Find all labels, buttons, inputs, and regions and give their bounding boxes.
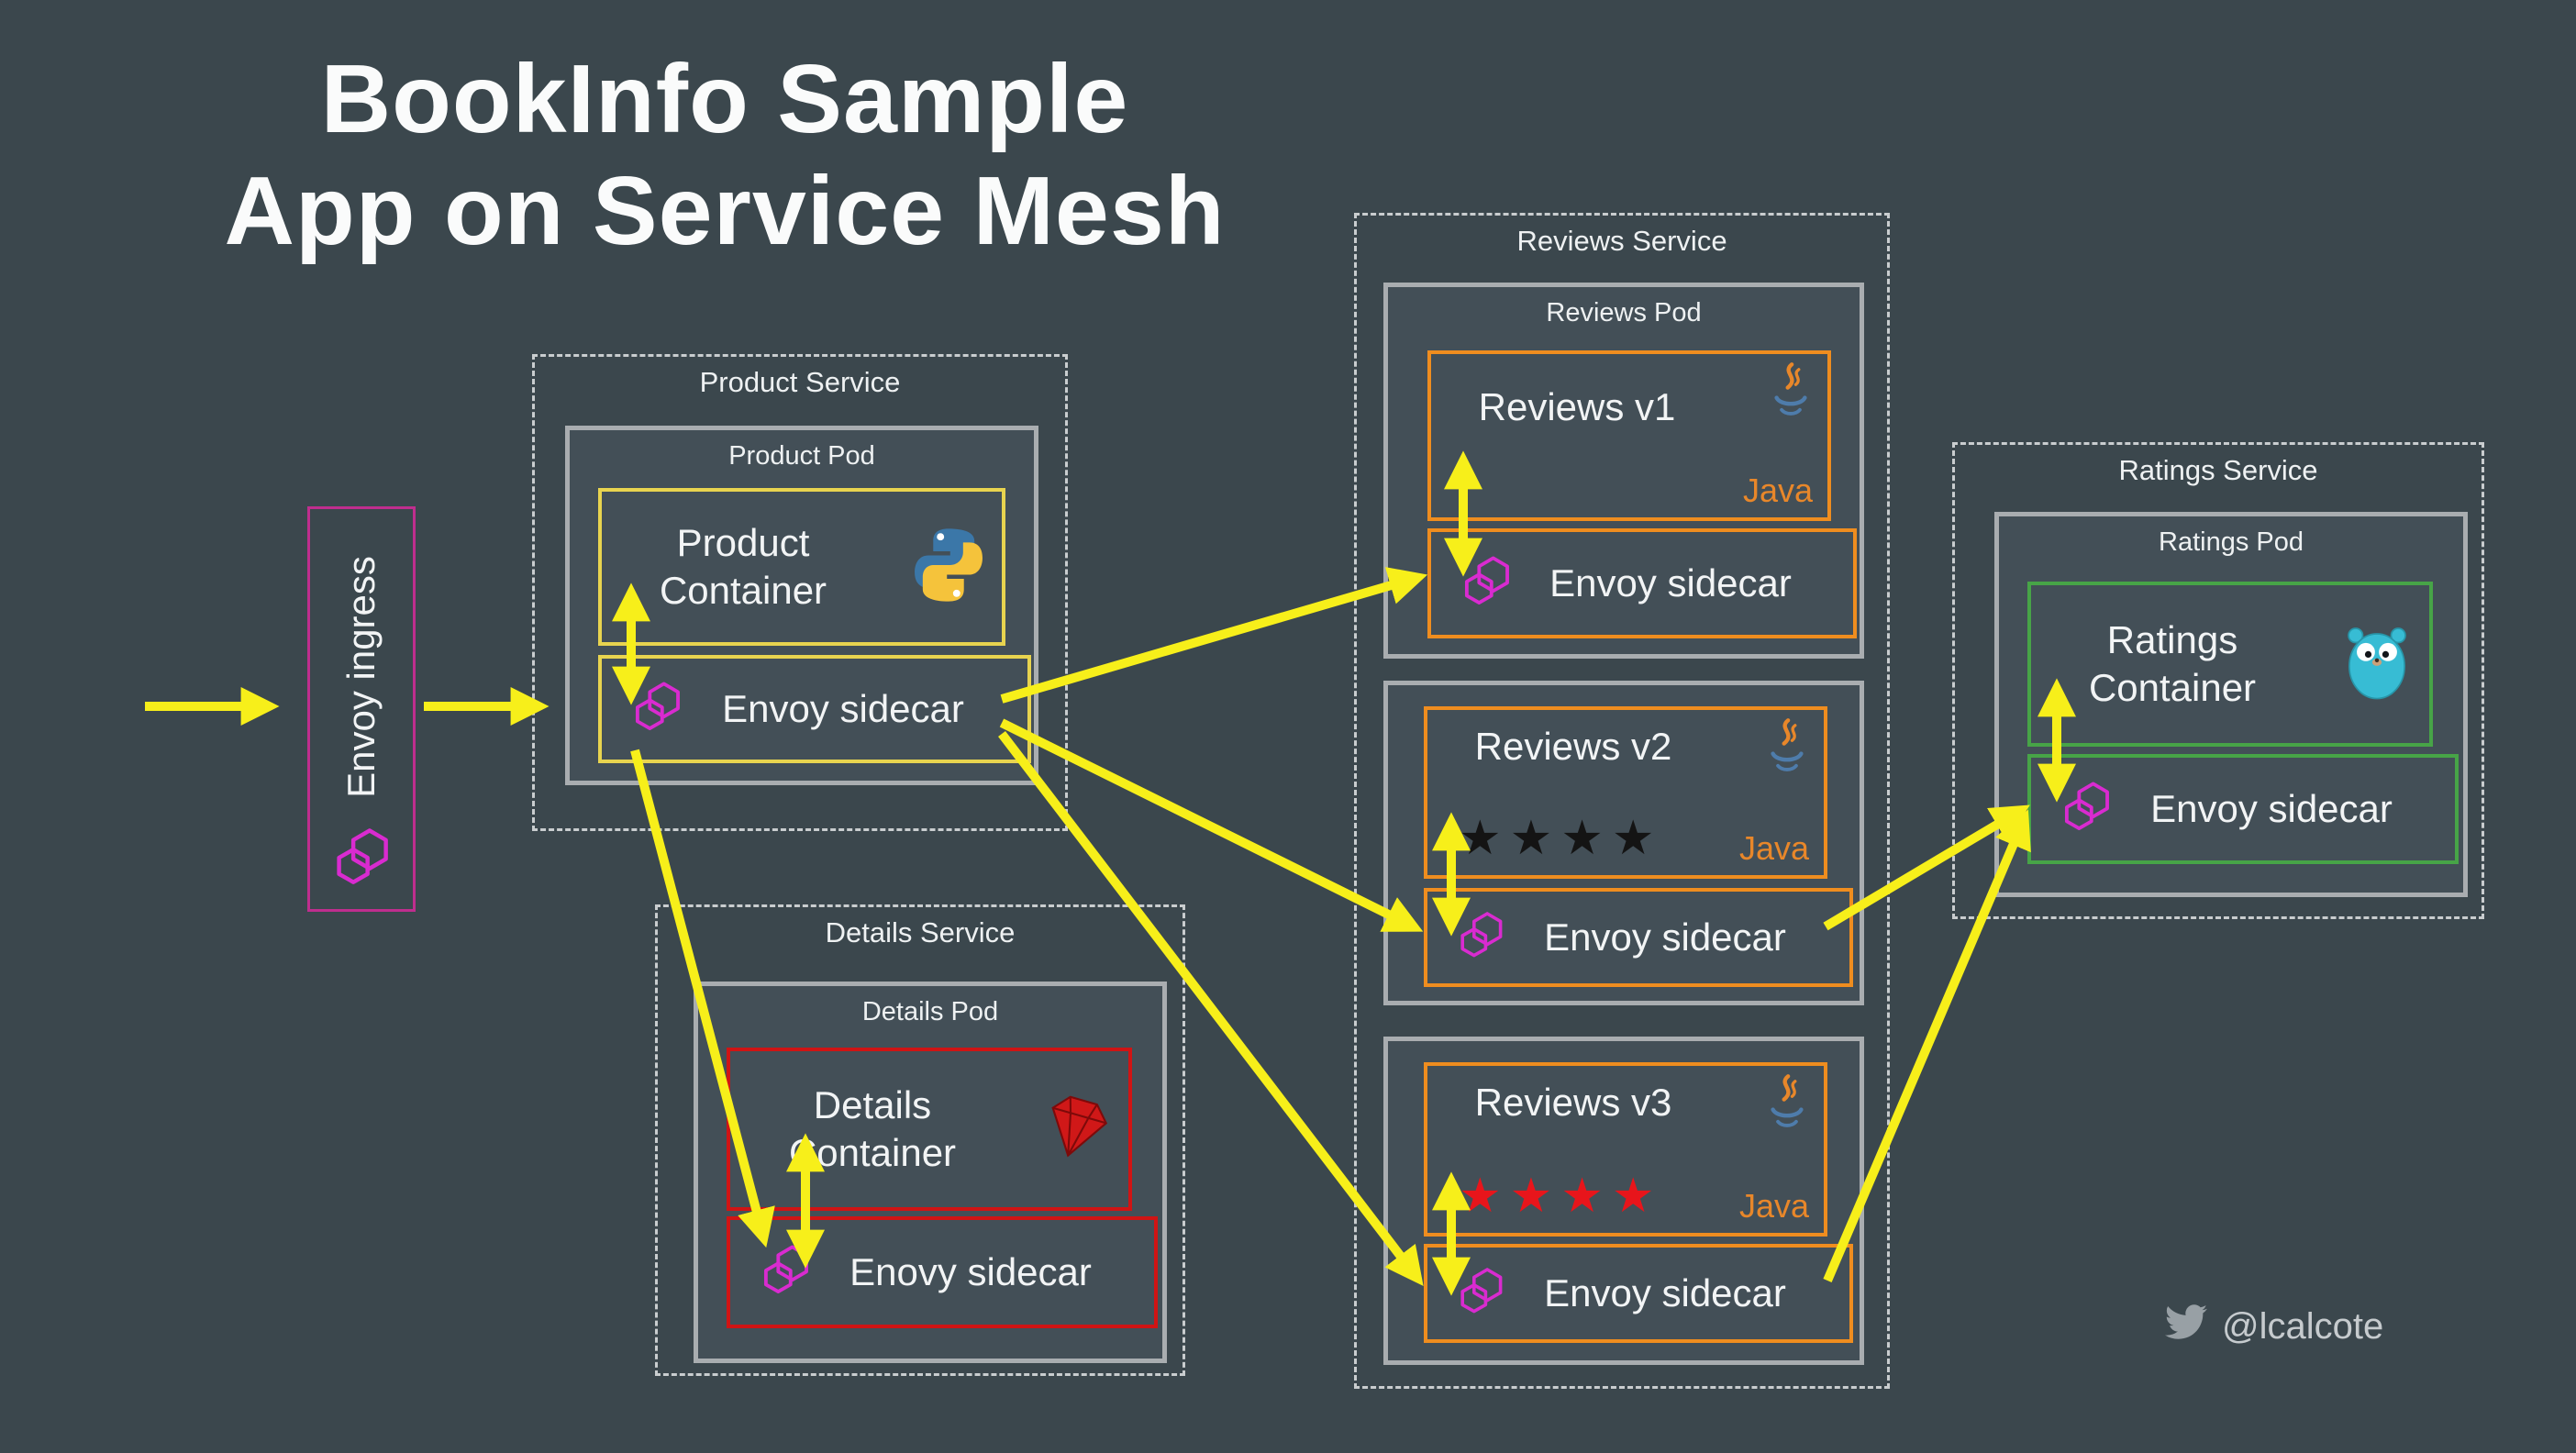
twitter-handle: @lcalcote — [2222, 1305, 2384, 1347]
page-title-line2: App on Service Mesh — [224, 156, 1226, 265]
product-sidecar-box: Envoy sidecar — [598, 655, 1031, 763]
reviews-v3-stars: ★★★★ — [1459, 1169, 1663, 1224]
reviews-v2-stars: ★★★★ — [1459, 811, 1663, 866]
reviews-v3-sidecar-label: Envoy sidecar — [1544, 1271, 1786, 1314]
ratings-container-label: Ratings Container — [2088, 617, 2257, 710]
java-icon — [1763, 717, 1811, 782]
ruby-icon — [1038, 1089, 1115, 1170]
product-pod-label: Product Pod — [728, 441, 875, 471]
product-container-label: Product Container — [659, 520, 827, 613]
envoy-logo-icon — [627, 678, 686, 741]
footer-attribution: @lcalcote — [2165, 1301, 2383, 1352]
reviews-v1-container-box: Reviews v1 Java — [1427, 350, 1831, 521]
envoy-ingress-label: Envoy ingress — [339, 556, 383, 799]
product-service-label: Product Service — [699, 366, 901, 398]
twitter-icon — [2165, 1301, 2207, 1352]
reviews-service-label: Reviews Service — [1516, 225, 1727, 257]
envoy-logo-icon — [1453, 1264, 1508, 1324]
ratings-sidecar-box: Envoy sidecar — [2027, 754, 2459, 864]
java-icon — [1763, 1073, 1811, 1138]
reviews-v2-sidecar-label: Envoy sidecar — [1544, 915, 1786, 959]
reviews-v1-sidecar-label: Envoy sidecar — [1549, 561, 1792, 604]
ratings-service-box: Ratings Service — [1952, 442, 2484, 919]
reviews-v3-container-box: Reviews v3 ★★★★ Java — [1424, 1062, 1827, 1237]
reviews-v3-sidecar-box: Envoy sidecar — [1424, 1244, 1853, 1343]
details-sidecar-label: Enovy sidecar — [849, 1250, 1092, 1293]
product-sidecar-label: Envoy sidecar — [722, 687, 964, 730]
reviews-v2-label: Reviews v2 — [1474, 725, 1672, 768]
envoy-logo-icon — [756, 1241, 815, 1304]
page-title-line1: BookInfo Sample — [320, 45, 1129, 153]
page-title: BookInfo Sample App on Service Mesh — [83, 44, 1367, 268]
envoy-logo-icon — [328, 824, 395, 896]
ratings-service-label: Ratings Service — [2118, 454, 2318, 486]
details-container-label: Details Container — [788, 1082, 957, 1175]
reviews-v2-sidecar-box: Envoy sidecar — [1424, 888, 1853, 987]
java-label: Java — [1742, 471, 1813, 509]
details-pod-label: Details Pod — [861, 997, 999, 1026]
reviews-v3-label: Reviews v3 — [1474, 1081, 1672, 1124]
java-label: Java — [1738, 829, 1809, 867]
details-container-box: Details Container — [727, 1048, 1132, 1211]
details-service-label: Details Service — [825, 916, 1016, 948]
product-container-box: Product Container — [598, 488, 1005, 646]
ratings-sidecar-label: Envoy sidecar — [2150, 787, 2393, 830]
reviews-pod-label: Reviews Pod — [1546, 298, 1702, 327]
python-icon — [908, 525, 989, 610]
java-icon — [1767, 361, 1815, 427]
ratings-pod-label: Ratings Pod — [2159, 527, 2304, 557]
envoy-logo-icon — [2057, 778, 2115, 841]
envoy-ingress-box: Envoy ingress — [307, 506, 416, 912]
reviews-v1-label: Reviews v1 — [1478, 385, 1676, 428]
gopher-icon — [2337, 623, 2416, 706]
java-label: Java — [1738, 1187, 1809, 1225]
details-sidecar-box: Enovy sidecar — [727, 1216, 1158, 1328]
envoy-logo-icon — [1453, 908, 1508, 968]
reviews-v1-sidecar-box: Envoy sidecar — [1427, 528, 1857, 638]
envoy-logo-icon — [1457, 552, 1516, 616]
reviews-v2-container-box: Reviews v2 ★★★★ Java — [1424, 706, 1827, 879]
ratings-container-box: Ratings Container — [2027, 582, 2433, 747]
